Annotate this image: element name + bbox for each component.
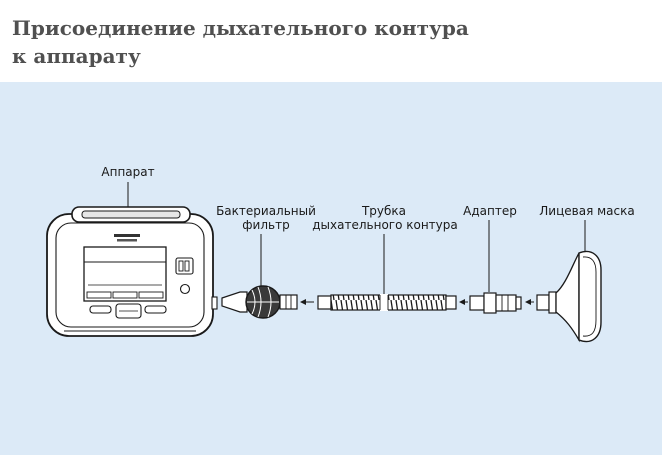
screen-softkey-left <box>86 291 112 299</box>
adapter <box>469 292 522 314</box>
breathing-tube <box>317 294 457 311</box>
label-mask: Лицевая маска <box>539 204 634 218</box>
filter-inlet-cone <box>221 291 248 313</box>
arrow-tube-to-filter <box>300 299 314 305</box>
device-logo <box>114 234 140 237</box>
filter-outlet-nozzle <box>279 294 298 310</box>
mask-shell <box>555 252 580 343</box>
mask-cushion <box>578 250 602 343</box>
page-title: Присоединение дыхательного контура к апп… <box>12 14 652 70</box>
label-adapter: Адаптер <box>463 204 517 218</box>
device-logo-subtext <box>117 239 137 242</box>
tube-cuff-right <box>445 295 457 310</box>
face-mask <box>536 250 602 343</box>
page-title-line-2: к аппарату <box>12 44 141 68</box>
mask-connector-ring <box>548 291 557 314</box>
tube-corrugation <box>330 294 447 311</box>
label-tube-line-1: Трубка <box>361 204 406 218</box>
device <box>46 206 218 337</box>
page-title-line-1: Присоединение дыхательного контура <box>12 16 469 40</box>
tube-cuff-left <box>317 295 332 310</box>
bacterial-filter <box>221 285 298 319</box>
arrow-adapter-to-tube <box>459 299 468 305</box>
arrow-mask-to-adapter <box>525 299 534 305</box>
mask-connector <box>536 294 550 311</box>
screen-softkey-right <box>138 291 164 299</box>
device-screen <box>83 246 167 302</box>
device-indicator <box>179 283 191 295</box>
label-tube-line-2: дыхательного контура <box>312 218 458 232</box>
device-button-left <box>89 305 112 314</box>
label-filter-line-2: фильтр <box>242 218 289 232</box>
device-switch <box>175 257 194 275</box>
screen-softkey-center <box>112 291 138 299</box>
label-filter-line-1: Бактериальный <box>216 204 316 218</box>
connection-diagram: Аппарат Бактериальный фильтр Трубка дыха… <box>46 165 635 343</box>
device-outlet-port <box>211 296 218 310</box>
device-button-right <box>144 305 167 314</box>
device-handle-slot <box>81 210 181 219</box>
label-device: Аппарат <box>101 165 154 179</box>
